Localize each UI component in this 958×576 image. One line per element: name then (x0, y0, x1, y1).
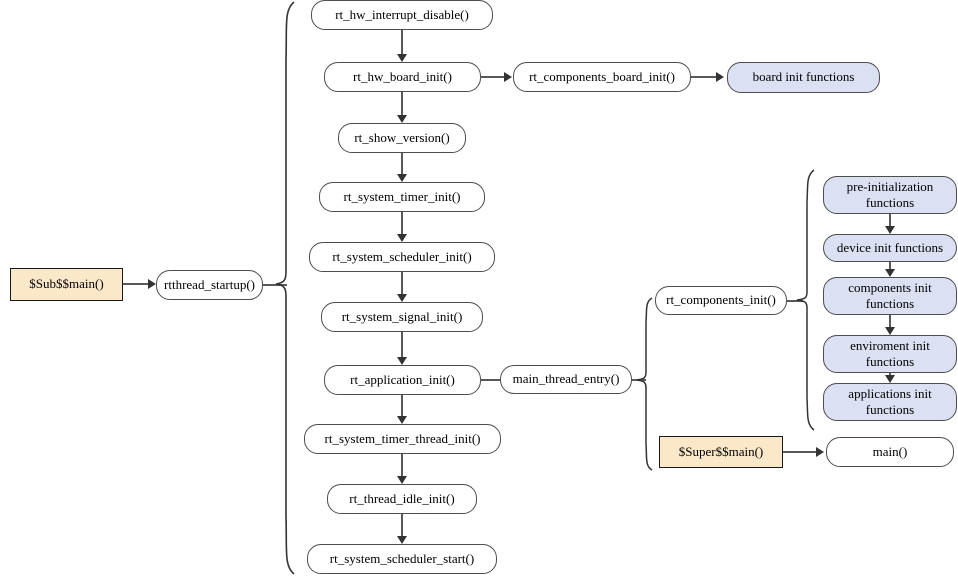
node-rt-application-init[interactable]: rt_application_init() (324, 365, 481, 395)
node-rt-system-timer-thread-init[interactable]: rt_system_timer_thread_init() (304, 424, 501, 454)
connector-sub-main-to-startup (123, 283, 150, 285)
node-rt-system-timer-init[interactable]: rt_system_timer_init() (319, 182, 485, 212)
node-main-thread-entry[interactable]: main_thread_entry() (500, 365, 632, 394)
arrowhead-stage-2 (885, 327, 895, 335)
arrowhead-chain-8 (397, 536, 407, 544)
node-rt-hw-interrupt-disable[interactable]: rt_hw_interrupt_disable() (311, 0, 493, 30)
node-rt-system-scheduler-start[interactable]: rt_system_scheduler_start() (307, 544, 497, 574)
arrowhead-stage-1 (885, 269, 895, 277)
connector-stage-1 (889, 262, 891, 270)
connector-super-main-to-main (783, 451, 819, 453)
arrowhead-chain-7 (397, 476, 407, 484)
arrowhead-chain-6 (397, 416, 407, 424)
brace-components-init-stages (793, 168, 817, 432)
node-enviroment-init-functions[interactable]: enviroment init functions (823, 335, 957, 373)
node-rt-components-init[interactable]: rt_components_init() (655, 286, 787, 315)
connector-stage-0 (889, 214, 891, 227)
node-rtthread-startup[interactable]: rtthread_startup() (156, 270, 263, 300)
connector-chain-6 (401, 395, 403, 417)
connector-application-init-to-main-thread-entry (480, 379, 507, 381)
node-rt-hw-board-init[interactable]: rt_hw_board_init() (324, 62, 481, 92)
node-super-main[interactable]: $Super$$main() (659, 436, 783, 468)
connector-components-board-init-to-board-functions (691, 76, 719, 78)
node-pre-initialization-functions[interactable]: pre-initialization functions (823, 176, 957, 214)
connector-components-init-to-brace (787, 300, 803, 302)
node-device-init-functions[interactable]: device init functions (823, 234, 957, 262)
connector-chain-4 (401, 272, 403, 295)
node-main[interactable]: main() (826, 437, 954, 467)
node-sub-main[interactable]: $Sub$$main() (10, 268, 123, 301)
connector-chain-7 (401, 454, 403, 477)
node-components-init-functions[interactable]: components init functions (823, 277, 957, 315)
arrowhead-chain-3 (397, 234, 407, 242)
node-rt-components-board-init[interactable]: rt_components_board_init() (513, 62, 691, 92)
connector-chain-2 (401, 153, 403, 175)
arrowhead-stage-3 (885, 375, 895, 383)
arrowhead-chain-5 (397, 357, 407, 365)
connector-chain-3 (401, 212, 403, 235)
arrowhead-chain-4 (397, 294, 407, 302)
connector-chain-8 (401, 514, 403, 537)
node-applications-init-functions[interactable]: applications init functions (823, 383, 957, 421)
node-rt-system-signal-init[interactable]: rt_system_signal_init() (321, 302, 483, 332)
arrowhead-chain-2 (397, 174, 407, 182)
node-board-init-functions[interactable]: board init functions (727, 62, 880, 93)
connector-chain-0 (401, 30, 403, 55)
arrowhead-chain-0 (397, 54, 407, 62)
node-rt-thread-idle-init[interactable]: rt_thread_idle_init() (327, 484, 477, 514)
node-rt-show-version[interactable]: rt_show_version() (338, 123, 466, 153)
arrowhead-board-init-to-components-board-init (504, 72, 512, 82)
connector-startup-to-brace (263, 284, 287, 286)
connector-chain-5 (401, 332, 403, 358)
connector-stage-2 (889, 315, 891, 328)
arrowhead-super-main-to-main (816, 447, 824, 457)
connector-stage-3 (889, 373, 891, 376)
node-rt-system-scheduler-init[interactable]: rt_system_scheduler_init() (309, 242, 495, 272)
brace-main-thread-entry-group (633, 296, 655, 472)
arrowhead-chain-1 (397, 115, 407, 123)
arrowhead-stage-0 (885, 226, 895, 234)
connector-chain-1 (401, 92, 403, 116)
arrowhead-components-board-init-to-board-functions (716, 72, 724, 82)
connector-board-init-to-components-board-init (480, 76, 507, 78)
brace-startup-chain (270, 0, 296, 576)
arrowhead-sub-main-to-startup (148, 279, 156, 289)
